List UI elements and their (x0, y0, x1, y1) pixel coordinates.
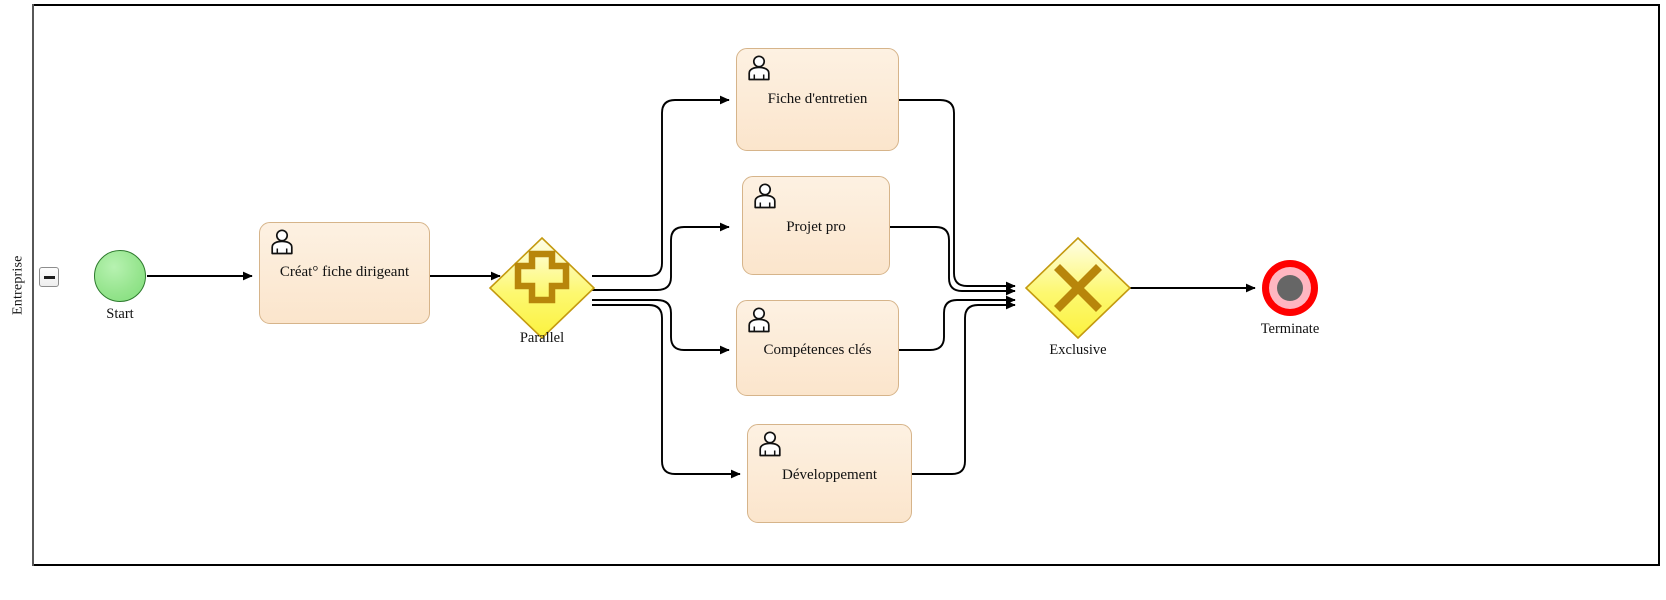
terminate-core (1277, 275, 1303, 301)
task-label: Compétences clés (763, 342, 872, 358)
terminate-end-event[interactable] (1262, 260, 1318, 316)
task-label: Développement (782, 467, 877, 483)
user-icon (754, 183, 776, 209)
user-icon (759, 431, 781, 457)
user-icon (748, 55, 770, 81)
minus-icon[interactable] (39, 267, 59, 287)
task-competences-cles[interactable]: Compétences clés (736, 300, 899, 396)
task-label: Créat° fiche dirigeant (279, 264, 410, 280)
start-event[interactable] (94, 250, 146, 302)
task-label: Fiche d'entretien (767, 91, 868, 107)
lane-header: Entreprise (3, 4, 34, 566)
task-developpement[interactable]: Développement (747, 424, 912, 523)
lane-title: Entreprise (10, 255, 26, 315)
user-icon (271, 229, 293, 255)
terminate-end-event-label: Terminate (1260, 321, 1320, 337)
task-label: Projet pro (786, 219, 846, 235)
task-projet-pro[interactable]: Projet pro (742, 176, 890, 275)
exclusive-gateway-label: Exclusive (1049, 342, 1107, 358)
start-event-label: Start (106, 306, 134, 322)
terminate-inner-ring (1269, 267, 1311, 309)
user-icon (748, 307, 770, 333)
task-fiche-entretien[interactable]: Fiche d'entretien (736, 48, 899, 151)
task-creation-fiche-dirigeant[interactable]: Créat° fiche dirigeant (259, 222, 430, 324)
parallel-gateway-label: Parallel (519, 330, 565, 346)
